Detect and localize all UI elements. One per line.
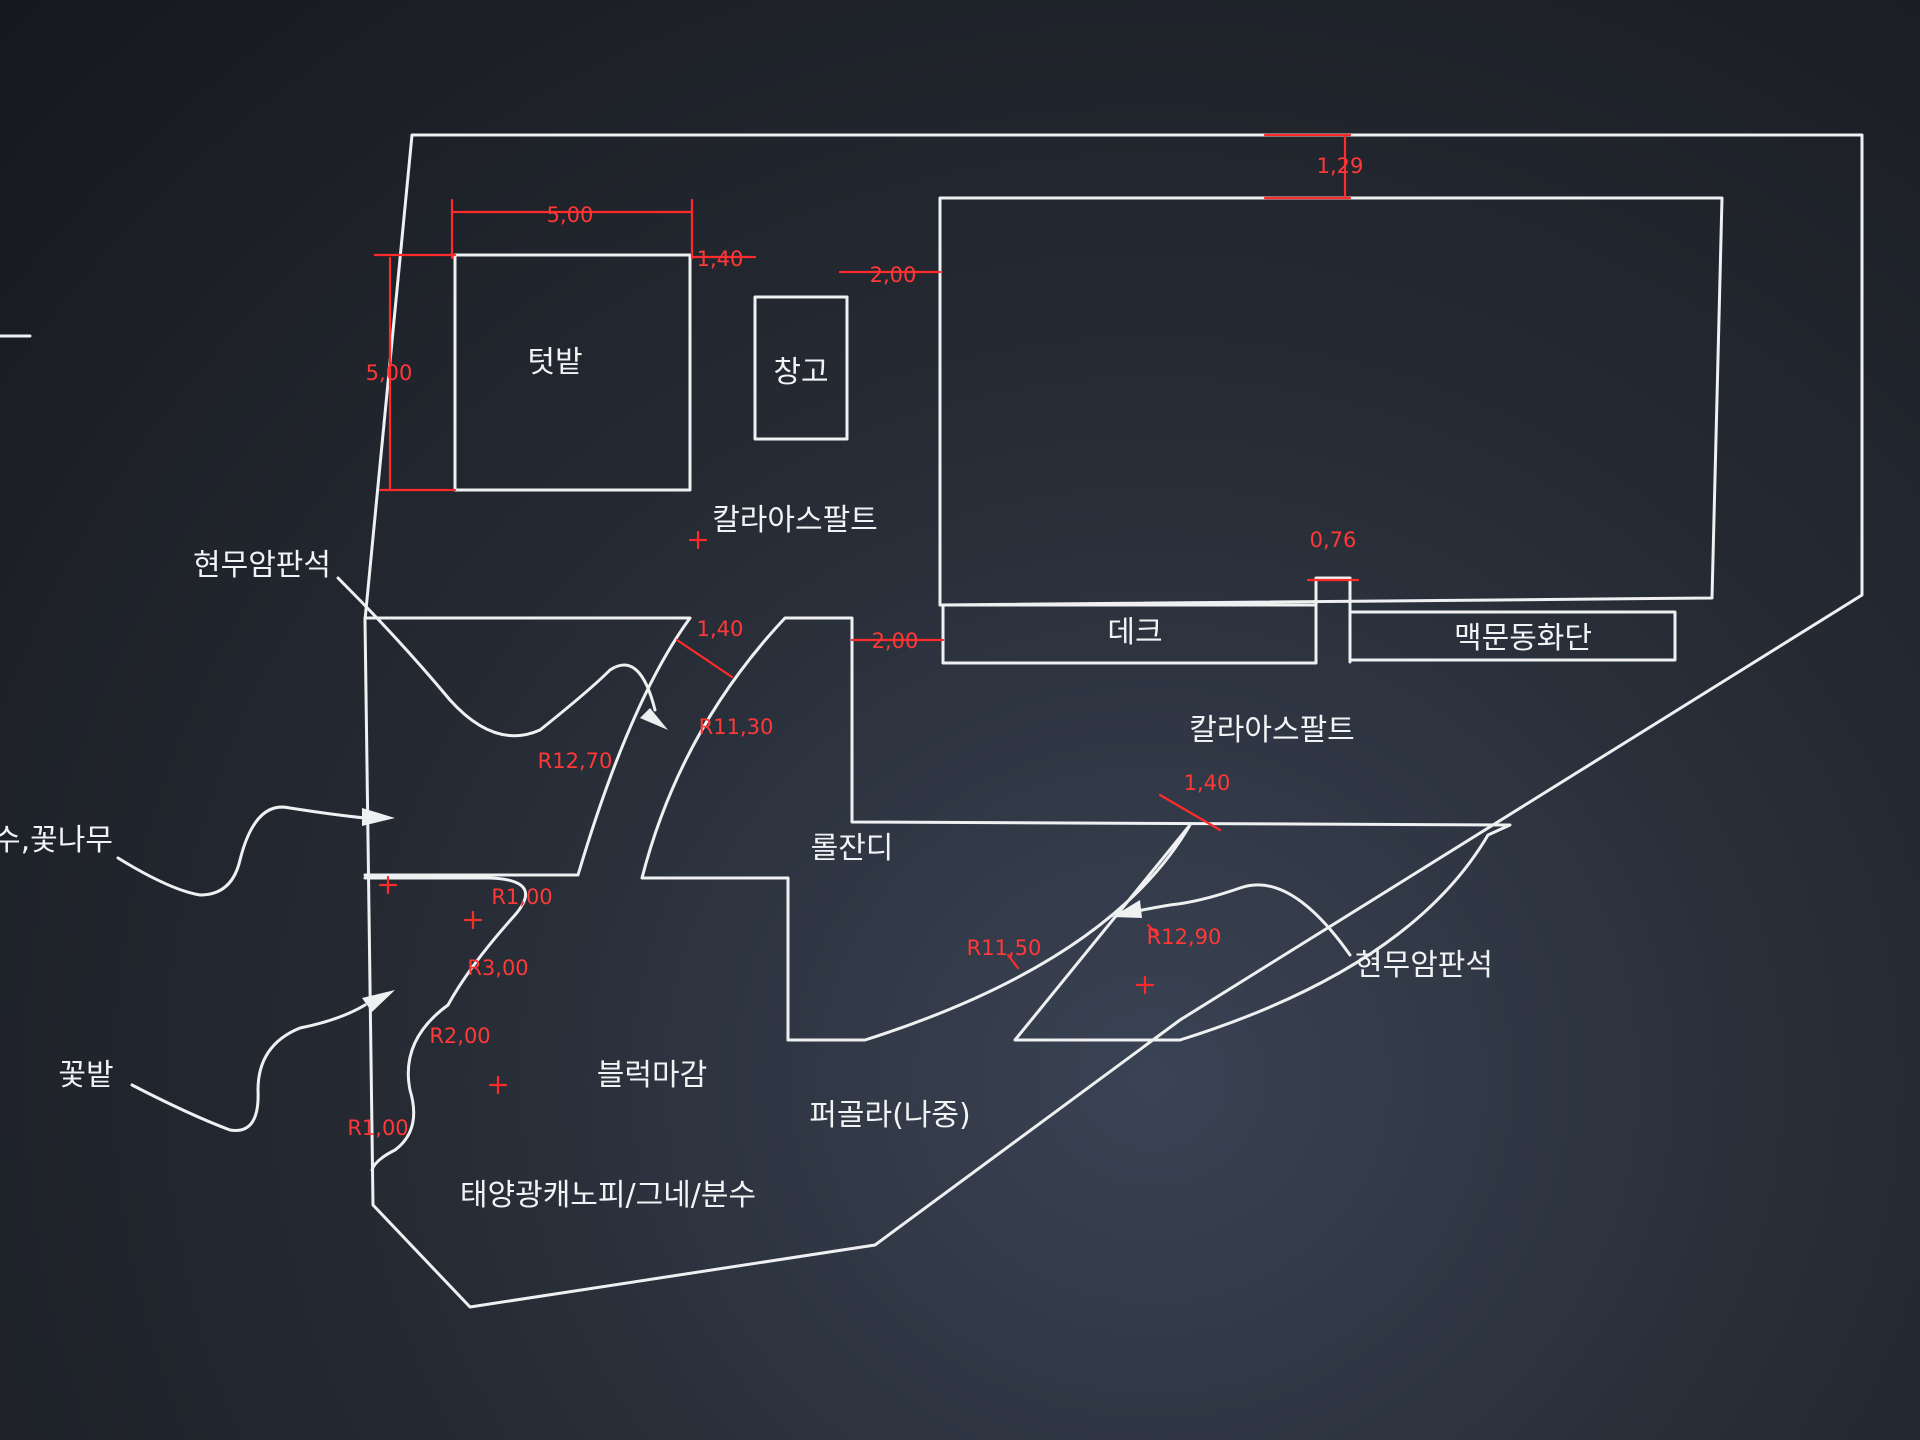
flower-bed-outline (1348, 610, 1677, 662)
tree-zone-outline (363, 616, 692, 877)
radius-12-90: R12,90 (1147, 925, 1222, 949)
roll-grass-label: 롤잔디 (811, 831, 894, 866)
dimension-1-40-path2: 1,40 (1184, 771, 1231, 795)
radius-11-30: R11,30 (699, 715, 774, 739)
flower-garden-arrowhead (362, 990, 395, 1012)
basalt-left-label: 현무암판석 (193, 548, 331, 583)
radius-1-00-a: R1,00 (491, 885, 552, 909)
trees-label: 수,꽃나무 (0, 823, 113, 858)
trees-arrowhead (362, 808, 395, 826)
dimension-lines (373, 133, 1360, 970)
dimension-5-00-side: 5,00 (366, 361, 413, 385)
radius-12-70: R12,70 (538, 749, 613, 773)
center-marks (378, 530, 1155, 1095)
flower-garden-edge (363, 876, 527, 1172)
canopy-label: 태양광캐노피/그네/분수 (460, 1178, 756, 1213)
deck-outline (941, 603, 1318, 665)
deck-label: 데크 (1107, 615, 1162, 650)
dimension-5-00-top: 5,00 (547, 203, 594, 227)
house-outline (938, 196, 1724, 607)
vegetable-garden-label: 텃밭 (527, 345, 582, 380)
basalt-right-label: 현무암판석 (1355, 948, 1493, 983)
roll-grass-outline (640, 616, 1512, 1042)
basalt-right-leader (1118, 883, 1352, 957)
flower-garden-label: 꽃밭 (58, 1058, 113, 1093)
basalt-left-leader (336, 576, 657, 738)
radius-3-00: R3,00 (467, 956, 528, 980)
radius-11-50: R11,50 (967, 936, 1042, 960)
storage-outline (753, 295, 849, 441)
trees-leader (116, 805, 367, 897)
dimension-2-00-lower: 2,00 (872, 629, 919, 653)
flower-garden-leader (130, 1003, 367, 1132)
vegetable-garden-outline (453, 253, 692, 492)
radius-2-00: R2,00 (429, 1024, 490, 1048)
radius-1-00-b: R1,00 (347, 1116, 408, 1140)
color-asphalt-lower-label: 칼라아스팔트 (1189, 713, 1355, 748)
block-finish-label: 블럭마감 (597, 1058, 707, 1093)
pergola-label: 퍼골라(나중) (809, 1098, 970, 1133)
storage-label: 창고 (773, 355, 828, 390)
site-boundary (363, 133, 1864, 1309)
dimension-1-40-path1: 1,40 (697, 617, 744, 641)
dimension-0-76: 0,76 (1310, 528, 1357, 552)
basalt-left-arrowhead (640, 708, 668, 730)
basalt-right-arrowhead (1112, 900, 1142, 918)
dimension-1-29: 1,29 (1317, 154, 1364, 178)
color-asphalt-upper-label: 칼라아스팔트 (712, 503, 878, 538)
deck-gap (1314, 576, 1352, 664)
flower-bed-label: 맥문동화단 (1454, 621, 1592, 656)
dimension-2-00-upper: 2,00 (870, 263, 917, 287)
dimension-1-40-shed: 1,40 (697, 247, 744, 271)
